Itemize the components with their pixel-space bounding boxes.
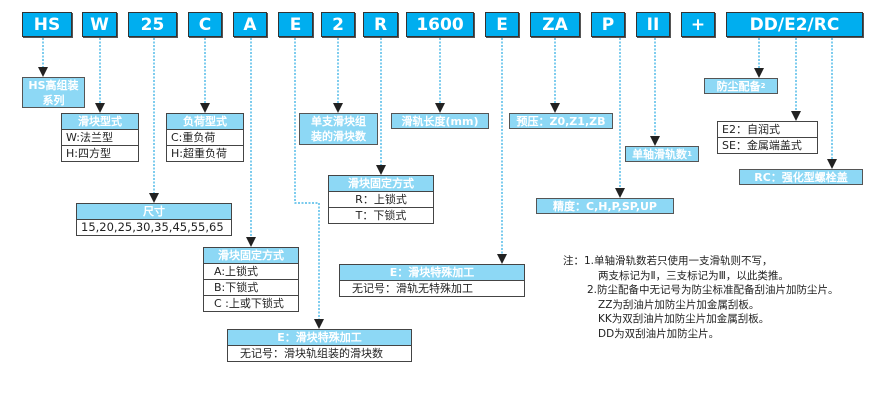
block-fix-table: 滑块固定方式 A:上锁式 B:下锁式 C :上或下锁式 <box>203 247 299 312</box>
rc-label: RC：强化型螺栓盖 <box>739 169 863 185</box>
code-rail-fix: R <box>363 12 398 37</box>
table-row: A:上锁式 <box>204 264 298 280</box>
code-rail-length: 1600 <box>406 12 474 37</box>
note-line: 1.单轴滑轨数若只使用一支滑轨则不写， <box>584 255 773 267</box>
footnote-1: 1 <box>687 149 692 158</box>
series-line2: 系列 <box>42 93 65 107</box>
block-special-table: E：滑块特殊加工 无记号：滑块轨组装的滑块数 <box>227 329 412 362</box>
rails-per-axis-text: 单轴滑轨数 <box>632 147 688 161</box>
note-line: 2.防尘配备中无记号为防尘标准配备刮油片加防尘片。 <box>587 284 839 296</box>
rail-fix-title: 滑块固定方式 <box>329 176 433 192</box>
rail-length-label: 滑轨长度(mm) <box>391 113 489 129</box>
arrow-down-icon <box>376 165 386 175</box>
dust-table: E2：自润式 SE：金属端盖式 <box>717 121 818 154</box>
block-type-table: 滑块型式 W:法兰型 H:四方型 <box>61 113 139 162</box>
table-row: 15,20,25,30,35,45,55,65 <box>81 220 224 234</box>
blocks-per-rail-label: 单支滑块组 装的滑块数 <box>299 113 378 145</box>
load-type-title: 负荷型式 <box>167 114 243 130</box>
table-row: E2：自润式 <box>718 122 817 138</box>
arrow-down-icon <box>791 111 801 121</box>
table-row: H:超重负荷 <box>171 147 227 160</box>
footnote-2: 2 <box>760 81 766 90</box>
arrow-down-icon <box>38 67 48 77</box>
table-row: 无记号：滑轨无特殊加工 <box>352 282 473 295</box>
arrow-down-icon <box>95 103 105 113</box>
table-row: H:四方型 <box>66 147 111 160</box>
rail-special-title: E：滑块特殊加工 <box>340 265 524 281</box>
load-type-table: 负荷型式 C:重负荷 H:超重负荷 <box>166 113 244 162</box>
size-title: 尺寸 <box>77 204 231 220</box>
arrow-down-icon <box>200 103 210 113</box>
arrow-down-icon <box>754 68 764 78</box>
code-preload: ZA <box>530 12 580 37</box>
code-blocks-per-rail: 2 <box>321 12 355 37</box>
code-load-type: C <box>188 12 222 37</box>
notes: 注：1.单轴滑轨数若只使用一支滑轨则不写， 两支标记为Ⅱ，三支标记为Ⅲ，以此类推… <box>563 254 839 341</box>
arrow-down-icon <box>650 136 660 146</box>
table-row: SE：金属端盖式 <box>722 139 802 152</box>
blocks-per-rail-line1: 单支滑块组 <box>311 115 366 128</box>
arrow-down-icon <box>497 254 507 264</box>
arrow-down-icon <box>333 103 343 113</box>
rail-special-table: E：滑块特殊加工 无记号：滑轨无特殊加工 <box>339 264 525 297</box>
code-series: HS <box>22 12 72 37</box>
arrow-down-icon <box>435 103 445 113</box>
code-plus: + <box>681 12 715 37</box>
blocks-per-rail-line2: 装的滑块数 <box>311 130 366 143</box>
connector-line <box>294 38 320 320</box>
table-row: T：下锁式 <box>355 209 407 222</box>
code-dust: DD/E2/RC <box>726 12 863 37</box>
note-line: ZZ为刮油片加防尘片加金属刮板。 <box>598 298 760 311</box>
arrow-down-icon <box>314 319 324 329</box>
arrow-down-icon <box>246 237 256 247</box>
series-label: HS高组装 系列 <box>22 77 85 108</box>
code-rail-special: E <box>485 12 519 37</box>
code-size: 25 <box>128 12 177 37</box>
series-line1: HS高组装 <box>28 78 79 92</box>
accuracy-label: 精度：C,H,P,SP,UP <box>536 198 674 214</box>
table-row: 无记号：滑块轨组装的滑块数 <box>240 347 383 360</box>
arrow-down-icon <box>827 159 837 169</box>
size-table: 尺寸 15,20,25,30,35,45,55,65 <box>76 203 232 236</box>
table-row: B:下锁式 <box>204 280 298 296</box>
arrow-down-icon <box>615 188 625 198</box>
code-block-type: W <box>82 12 117 37</box>
preload-label: 预压：Z0,Z1,ZB <box>509 113 613 129</box>
block-type-title: 滑块型式 <box>62 114 138 130</box>
notes-prefix: 注： <box>563 255 584 267</box>
note-line: 两支标记为Ⅱ，三支标记为Ⅲ，以此类推。 <box>598 269 789 282</box>
block-special-title: E：滑块特殊加工 <box>228 330 411 346</box>
table-row: C:重负荷 <box>167 130 243 146</box>
table-row: W:法兰型 <box>62 130 138 146</box>
code-accuracy: P <box>591 12 625 37</box>
code-block-fix: A <box>233 12 267 37</box>
note-line: DD为双刮油片加防尘片。 <box>598 327 720 340</box>
code-rails-per-axis: II <box>636 12 670 37</box>
arrow-down-icon <box>550 103 560 113</box>
arrow-down-icon <box>149 193 159 203</box>
table-row: R：上锁式 <box>329 192 433 208</box>
note-line: KK为双刮油片加防尘片加金属刮板。 <box>598 313 770 325</box>
block-fix-title: 滑块固定方式 <box>204 248 298 264</box>
dust-text: 防尘配备 <box>716 79 761 93</box>
code-block-special: E <box>278 12 313 37</box>
table-row: C :上或下锁式 <box>214 297 284 310</box>
rail-fix-table: 滑块固定方式 R：上锁式 T：下锁式 <box>328 175 434 224</box>
